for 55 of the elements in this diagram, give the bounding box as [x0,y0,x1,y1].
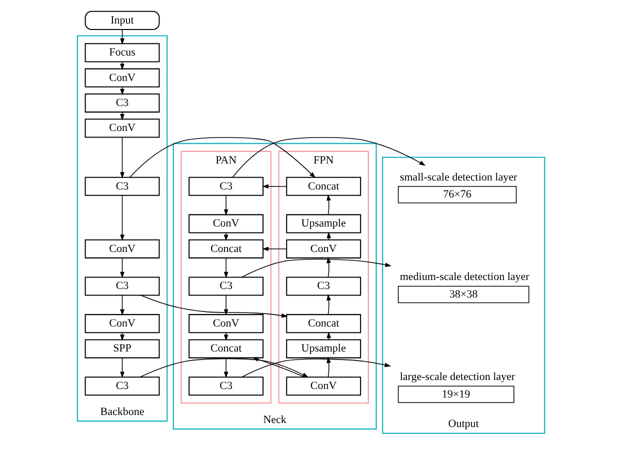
arrow [120,136,124,178]
node-box: ConV [188,314,264,334]
node-box: 38×38 [397,286,529,304]
arrow [241,358,391,378]
node-box: Concat [286,314,361,334]
arrow [223,232,228,242]
node-box: Concat [188,339,264,358]
node-box: C3 [84,93,160,113]
arrow [223,357,228,378]
node-box: Focus [84,43,160,62]
node-box: SPP [84,339,160,358]
node-box: Concat [286,176,361,196]
node-label: medium-scale detection layer [399,271,529,284]
node-box: C3 [84,376,160,396]
node-box: C3 [188,276,264,296]
node-box: ConV [84,68,160,88]
node-box: Input [84,10,160,30]
arrow [326,256,330,278]
node-box: ConV [84,118,160,138]
arrow [223,195,228,216]
arrow [140,294,288,318]
arrow [232,137,426,178]
arrow [223,258,228,278]
node-box: ConV [84,239,160,258]
node-box: ConV [286,376,361,396]
node-box: 19×19 [397,386,514,404]
node-box: Concat [188,239,264,258]
arrow [223,294,228,316]
arrow [120,195,124,241]
arrow [120,294,124,316]
arrow [120,357,124,378]
node-box: ConV [84,314,160,334]
node-box: C3 [188,176,264,196]
arrow [223,332,228,341]
arrow [120,258,124,278]
node-label: large-scale detection layer [399,370,515,383]
arrow [326,194,330,215]
node-box: C3 [286,276,361,296]
arrow [129,137,316,178]
node-box: 76×76 [397,186,516,204]
node-box: C3 [84,176,160,196]
arrow [252,357,304,378]
arrow [326,356,330,378]
node-box: C3 [84,276,160,296]
node-box: ConV [188,214,264,234]
arrow [241,258,392,278]
arrow [262,246,286,252]
arrow [139,358,308,378]
node-box: Upsample [286,214,361,234]
arrow [326,294,330,315]
node-box: ConV [286,239,361,258]
arrow [262,184,286,189]
node-box: Upsample [286,339,361,358]
node-label: small-scale detection layer [399,171,517,184]
node-box: C3 [188,376,264,396]
